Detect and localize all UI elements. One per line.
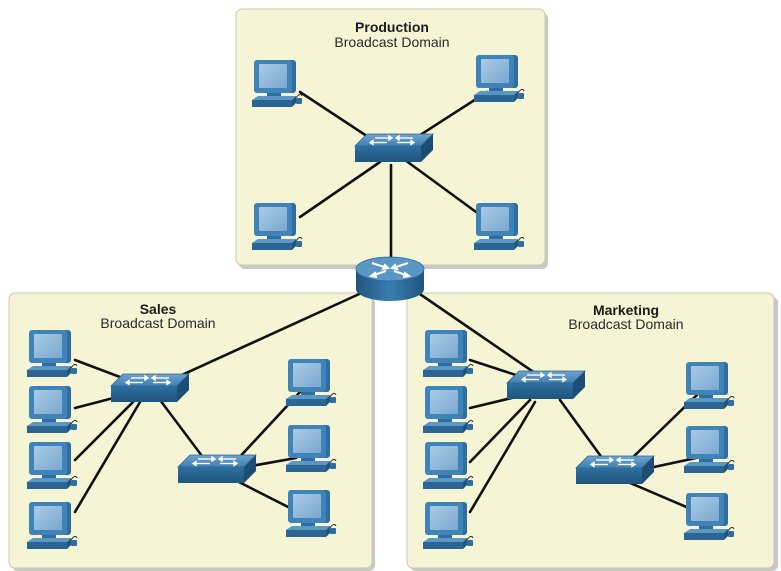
marketing-pc-1 — [422, 329, 474, 378]
marketing-pc-6 — [683, 425, 735, 474]
sales-pc-2 — [26, 385, 78, 434]
production-pc-3 — [251, 202, 303, 251]
marketing-pc-3 — [422, 441, 474, 490]
sales-pc-7 — [285, 489, 337, 538]
sales-domain — [8, 292, 375, 571]
production-title: Production — [355, 19, 429, 35]
production-subtitle: Broadcast Domain — [334, 34, 449, 50]
marketing-title: Marketing — [593, 302, 659, 318]
marketing-switch-1-icon — [506, 370, 586, 400]
marketing-pc-7 — [683, 492, 735, 541]
production-switch-icon — [354, 133, 434, 163]
marketing-subtitle: Broadcast Domain — [568, 316, 683, 332]
sales-switch-1-icon — [110, 373, 190, 403]
marketing-pc-2 — [422, 385, 474, 434]
sales-switch-2-icon — [177, 454, 257, 484]
sales-pc-6 — [285, 424, 337, 473]
sales-pc-5 — [285, 358, 337, 407]
marketing-pc-5 — [683, 361, 735, 410]
sales-pc-4 — [26, 501, 78, 550]
router-icon — [355, 256, 425, 302]
marketing-pc-4 — [422, 501, 474, 550]
sales-pc-1 — [26, 329, 78, 378]
sales-pc-3 — [26, 441, 78, 490]
sales-title: Sales — [140, 301, 177, 317]
production-pc-4 — [473, 202, 525, 251]
marketing-switch-2-icon — [575, 455, 655, 485]
production-pc-1 — [251, 59, 303, 108]
production-pc-2 — [473, 54, 525, 103]
sales-subtitle: Broadcast Domain — [100, 315, 215, 331]
